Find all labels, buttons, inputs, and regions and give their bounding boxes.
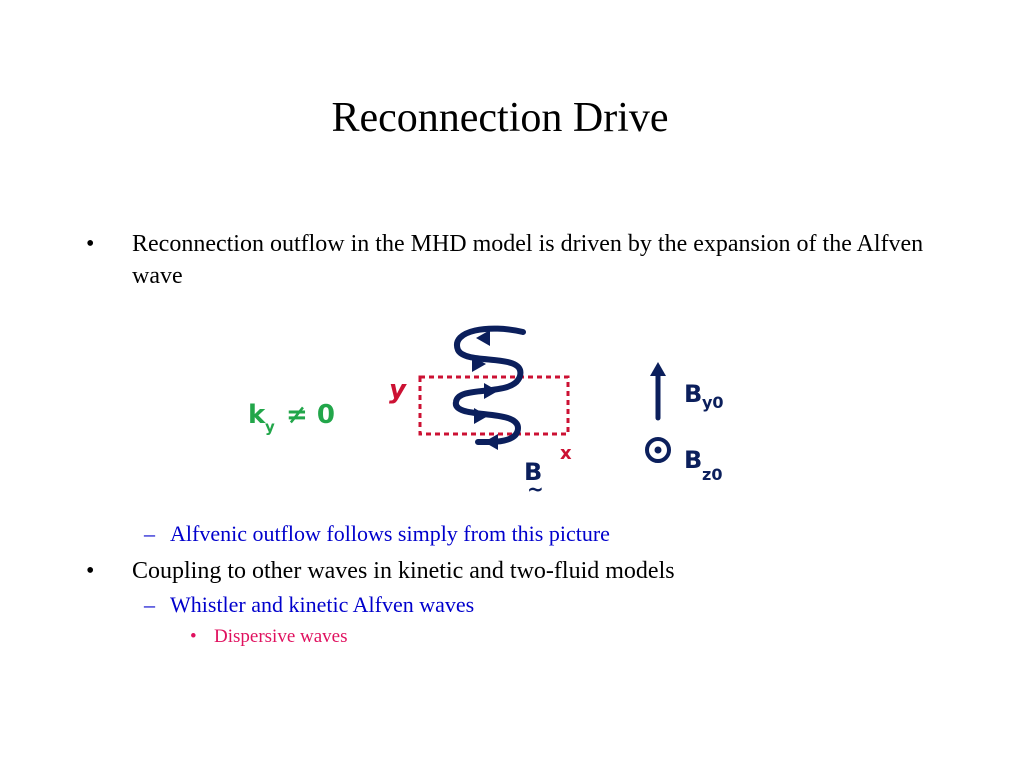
x-axis-label: x	[560, 443, 572, 464]
field-line-arrows	[472, 330, 498, 450]
b-tilde: ~	[527, 477, 544, 500]
bullet-item-4: – Whistler and kinetic Alfven waves	[144, 591, 474, 619]
ky-subscript: y	[265, 418, 275, 436]
bullet-marker: –	[144, 592, 155, 617]
bullet-text: Coupling to other waves in kinetic and t…	[132, 558, 675, 584]
bullet-item-1: • Reconnection outflow in the MHD model …	[86, 228, 972, 292]
by0-label: B y0	[684, 380, 724, 412]
bullet-marker: •	[86, 231, 95, 257]
by0-letter: B	[684, 380, 702, 408]
bz0-out-of-plane-icon	[645, 437, 671, 463]
bullet-item-2: – Alfvenic outflow follows simply from t…	[144, 520, 610, 548]
bz0-dot	[654, 446, 662, 454]
ky-label: k y ≠ 0	[248, 400, 335, 436]
by0-subscript: y0	[702, 393, 724, 412]
bullet-text: Dispersive waves	[214, 626, 348, 647]
bullet-text: Reconnection outflow in the MHD model is…	[132, 231, 924, 289]
bullet-text: Alfvenic outflow follows simply from thi…	[170, 521, 610, 546]
bz0-subscript: z0	[702, 465, 722, 484]
ky-letter: k	[248, 400, 266, 430]
bullet-item-3: • Coupling to other waves in kinetic and…	[86, 555, 972, 587]
b-letter: B	[524, 458, 542, 486]
bullet-text: Whistler and kinetic Alfven waves	[170, 592, 475, 617]
slide-title: Reconnection Drive	[331, 95, 669, 141]
bullet-marker: •	[190, 626, 197, 647]
y-axis-label: y	[389, 375, 407, 405]
bullet-marker: –	[144, 521, 155, 546]
field-line-diagram: k y ≠ 0 y x B ~ B y0 B z0	[248, 325, 724, 500]
by0-arrow-head	[650, 362, 666, 376]
ky-relation: ≠ 0	[286, 400, 335, 430]
bullet-item-5: • Dispersive waves	[190, 625, 348, 649]
b-vector-label: B ~	[524, 458, 544, 500]
field-line	[453, 325, 526, 446]
bullet-marker: •	[86, 558, 95, 584]
bz0-letter: B	[684, 446, 702, 474]
dashed-box	[418, 375, 570, 436]
bz0-label: B z0	[684, 446, 722, 484]
